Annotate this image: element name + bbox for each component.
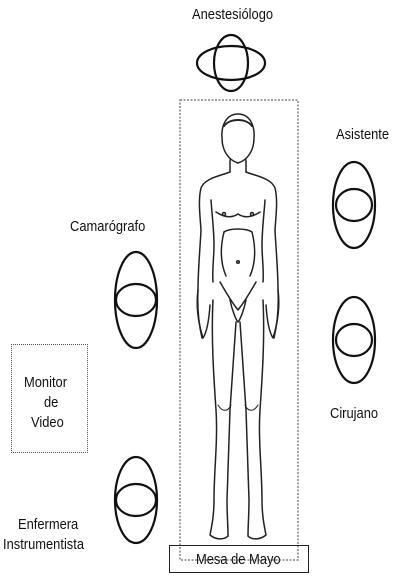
mayo-table-label: Mesa de Mayo xyxy=(196,551,281,569)
anesthesiologist-label: Anestesiólogo xyxy=(192,6,273,24)
monitor-label-line3: Video xyxy=(31,414,64,432)
monitor-label-line2: de xyxy=(44,394,58,412)
operating-table xyxy=(180,100,298,560)
assistant-person-icon xyxy=(333,162,375,248)
assistant-label: Asistente xyxy=(336,126,389,144)
anesthesiologist-person-icon xyxy=(197,35,265,91)
cameraman-label: Camarógrafo xyxy=(70,218,145,236)
nurse-label-line1: Enfermera xyxy=(18,516,78,534)
patient-body-illustration xyxy=(197,114,279,539)
cameraman-person-icon xyxy=(115,252,157,348)
nurse-label-line2: Instrumentista xyxy=(3,536,84,554)
scrub-nurse-person-icon xyxy=(115,457,157,543)
surgeon-person-icon xyxy=(333,297,375,383)
monitor-label-line1: Monitor xyxy=(24,374,67,392)
surgeon-label: Cirujano xyxy=(330,405,378,423)
